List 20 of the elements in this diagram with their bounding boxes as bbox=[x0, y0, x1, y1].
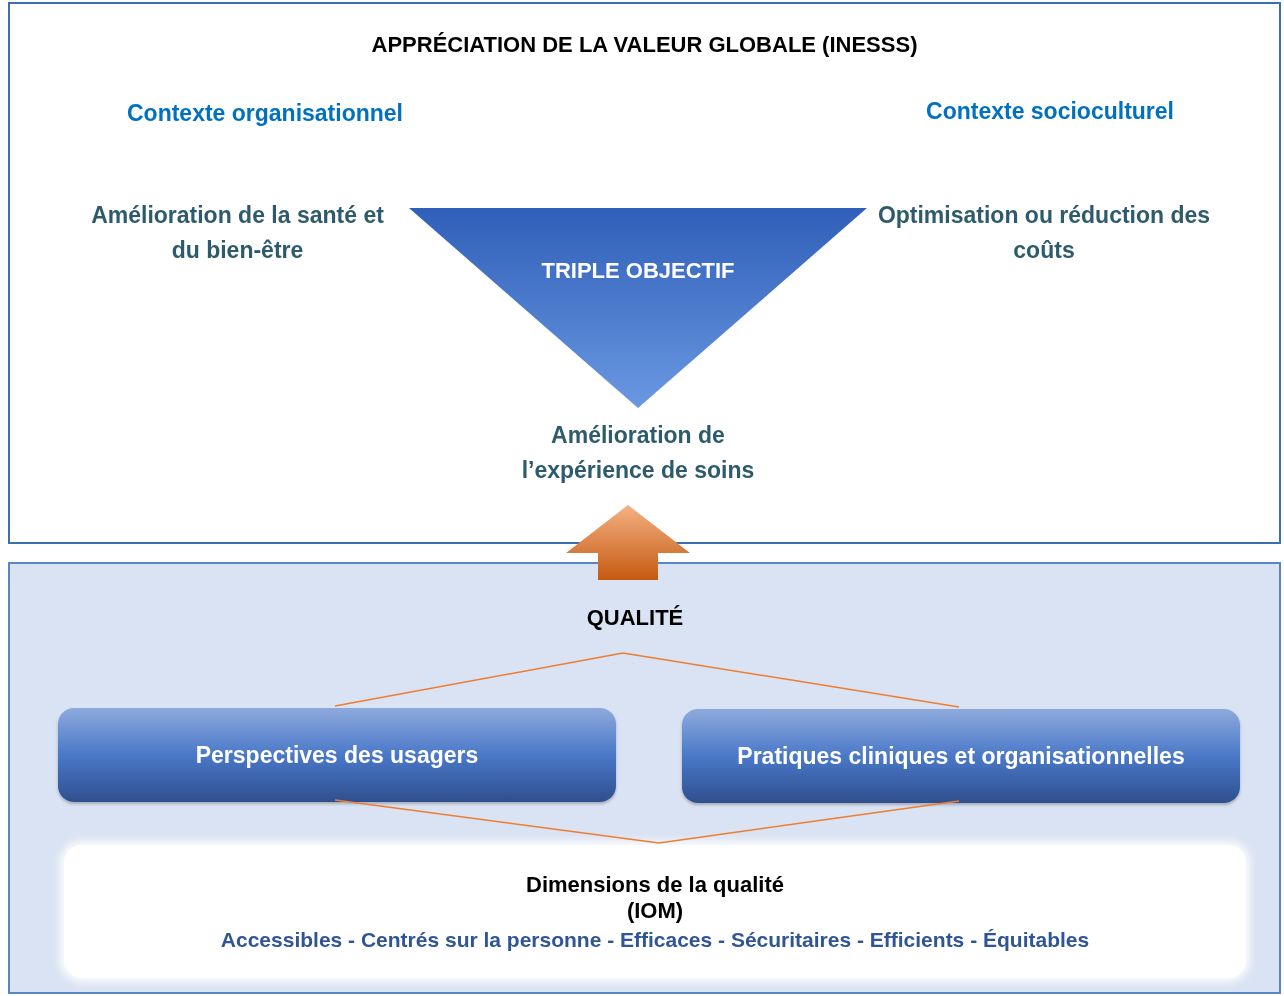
block-arrow bbox=[566, 505, 690, 580]
connector-line bbox=[622, 652, 960, 708]
goal-label: Amélioration de la santé et du bien-être bbox=[90, 201, 385, 265]
connector-line bbox=[658, 800, 960, 844]
bottom-panel bbox=[8, 562, 1281, 994]
connector-line bbox=[334, 799, 660, 844]
goal-label: Amélioration de l’expérience de soins bbox=[520, 421, 756, 485]
context-label: Contexte socioculturel bbox=[925, 97, 1175, 126]
triangle-label: TRIPLE OBJECTIF bbox=[540, 258, 736, 284]
category-box: Pratiques cliniques et organisationnelles bbox=[682, 709, 1240, 803]
dimensions-title: Dimensions de la qualité (IOM) bbox=[525, 871, 785, 924]
dimensions-card bbox=[64, 845, 1246, 978]
connector-line bbox=[334, 652, 624, 707]
category-box: Perspectives des usagers bbox=[58, 708, 616, 802]
top-panel bbox=[8, 2, 1281, 544]
panel-title: APPRÉCIATION DE LA VALEUR GLOBALE (INESSS) bbox=[370, 32, 919, 58]
dimensions-list: Accessibles - Centrés sur la personne - Efficaces - Sécuritaires - Efficients - Équitables bbox=[220, 927, 1090, 952]
context-label: Contexte organisationnel bbox=[125, 99, 404, 128]
goal-label: Optimisation ou réduction des coûts bbox=[876, 201, 1212, 265]
section-heading: QUALITÉ bbox=[586, 605, 684, 631]
